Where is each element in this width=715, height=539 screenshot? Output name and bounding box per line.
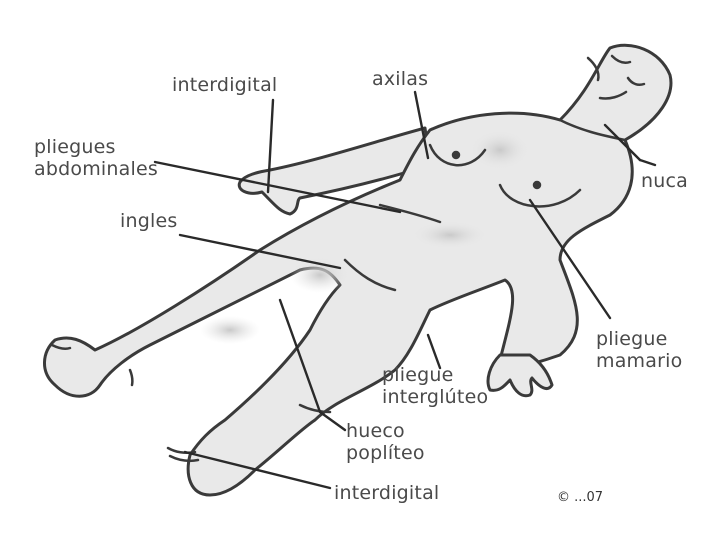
label-pliegues-abdominales-line1: pliegues [34, 136, 158, 158]
label-pliegue-mamario: pliegue mamario [596, 328, 682, 372]
label-ingles: ingles [120, 210, 177, 232]
label-hueco-popliteo-line1: hueco [346, 420, 425, 442]
leader-hueco-popliteo [320, 412, 345, 430]
label-pliegue-intergluteo-line2: interglúteo [382, 386, 488, 408]
label-nuca: nuca [641, 170, 688, 192]
artist-credit: © ...07 [557, 490, 603, 505]
label-pliegue-intergluteo: pliegue interglúteo [382, 364, 488, 408]
label-interdigital-hand: interdigital [172, 74, 277, 96]
leader-nuca-b [640, 160, 655, 165]
label-pliegues-abdominales: pliegues abdominales [34, 136, 158, 180]
label-axilas: axilas [372, 68, 428, 90]
label-interdigital-foot: interdigital [334, 482, 439, 504]
label-hueco-popliteo-line2: poplíteo [346, 442, 425, 464]
label-pliegue-mamario-line2: mamario [596, 350, 682, 372]
label-pliegues-abdominales-line2: abdominales [34, 158, 158, 180]
label-pliegue-intergluteo-line1: pliegue [382, 364, 488, 386]
label-pliegue-mamario-line1: pliegue [596, 328, 682, 350]
label-hueco-popliteo: hueco poplíteo [346, 420, 425, 464]
